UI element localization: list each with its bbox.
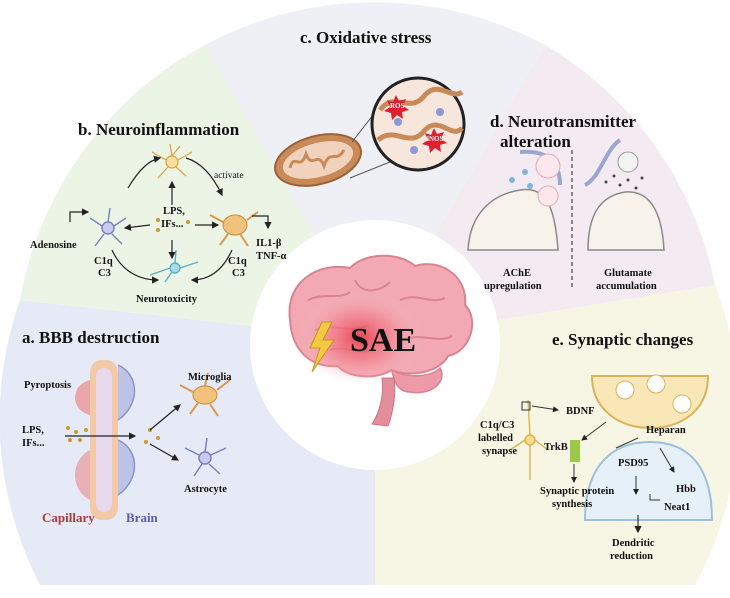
brain-label: Brain bbox=[126, 510, 158, 525]
c1q-synapse-line3: synapse bbox=[482, 446, 518, 457]
lightning-icon bbox=[309, 321, 335, 373]
c1q-neuron-icon bbox=[509, 399, 549, 480]
neurotoxicity-label: Neurotoxicity bbox=[136, 294, 198, 305]
section-d-title-line2: alteration bbox=[500, 132, 571, 151]
inos-burst-icon bbox=[422, 128, 447, 153]
capillary-label: Capillary bbox=[42, 510, 95, 525]
dendritic-line1: Dendritic bbox=[612, 538, 655, 549]
section-c-title: c. Oxidative stress bbox=[300, 28, 432, 47]
ache-label-line1: AChE bbox=[503, 268, 532, 279]
tnfa-label: TNF-α bbox=[256, 251, 287, 262]
glutamate-label-line1: Glutamate bbox=[604, 268, 652, 279]
synaptic-protein-line2: synthesis bbox=[552, 499, 593, 510]
neuro-lps-label: LPS, bbox=[163, 206, 185, 217]
c3-right-label: C3 bbox=[232, 268, 245, 279]
activate-label: activate bbox=[214, 171, 244, 181]
bbb-illustration bbox=[65, 360, 231, 520]
synaptic-protein-line1: Synaptic protein bbox=[540, 486, 615, 497]
neat1-label: Neat1 bbox=[664, 502, 691, 513]
trkb-receptor-icon bbox=[570, 440, 580, 462]
section-e-title: e. Synaptic changes bbox=[552, 330, 694, 349]
center-label: SAE bbox=[350, 322, 417, 359]
heparan-label: Heparan bbox=[646, 425, 686, 436]
neuroinflammation-illustration bbox=[69, 143, 272, 284]
synaptic-illustration bbox=[509, 374, 714, 534]
bbb-ifs-label: IFs... bbox=[22, 438, 45, 449]
microglia-cell-icon bbox=[179, 372, 231, 417]
dendritic-line2: reduction bbox=[610, 551, 653, 562]
mitochondrion-icon bbox=[274, 133, 362, 187]
sector-c-background bbox=[205, 2, 545, 340]
microglia-label: Microglia bbox=[188, 372, 232, 383]
inos-label: iNOS bbox=[427, 135, 444, 143]
trkb-label: TrkB bbox=[544, 442, 568, 453]
hbb-label: Hbb bbox=[676, 484, 696, 495]
adenosine-label: Adenosine bbox=[30, 240, 77, 251]
zoom-circle bbox=[370, 76, 466, 172]
section-d-title-line1: d. Neurotransmitter bbox=[490, 112, 637, 131]
brain-illustration bbox=[288, 254, 474, 427]
il1b-label: IL1-β bbox=[256, 238, 282, 249]
section-b-title: b. Neuroinflammation bbox=[78, 120, 240, 139]
neuron-icon bbox=[149, 249, 199, 283]
c1q-left-label: C1q bbox=[94, 256, 113, 267]
bbb-lps-label: LPS, bbox=[22, 425, 44, 436]
c1q-right-label: C1q bbox=[228, 256, 247, 267]
oxidative-stress-illustration bbox=[274, 76, 466, 187]
pyroptosis-label: Pyroptosis bbox=[24, 380, 72, 391]
glutamate-label-line2: accumulation bbox=[596, 281, 657, 292]
ache-label-line2: upregulation bbox=[484, 281, 542, 292]
astrocyte-label: Astrocyte bbox=[184, 484, 227, 495]
brain-glow bbox=[298, 292, 422, 384]
bdnf-label: BDNF bbox=[566, 406, 595, 417]
neurotransmitter-illustration bbox=[467, 138, 665, 290]
neuro-ifs-label: IFs... bbox=[161, 219, 184, 230]
ros-label: ROS bbox=[390, 102, 405, 110]
psd95-label: PSD95 bbox=[618, 458, 649, 469]
c1q-synapse-line2: labelled bbox=[478, 433, 514, 444]
left-astrocyte-icon bbox=[89, 207, 127, 247]
c1q-synapse-line1: C1q/C3 bbox=[480, 420, 515, 431]
c3-left-label: C3 bbox=[98, 268, 111, 279]
section-a-title: a. BBB destruction bbox=[22, 328, 160, 347]
ros-burst-icon bbox=[384, 95, 409, 120]
astrocyte-cell-icon bbox=[184, 437, 227, 477]
